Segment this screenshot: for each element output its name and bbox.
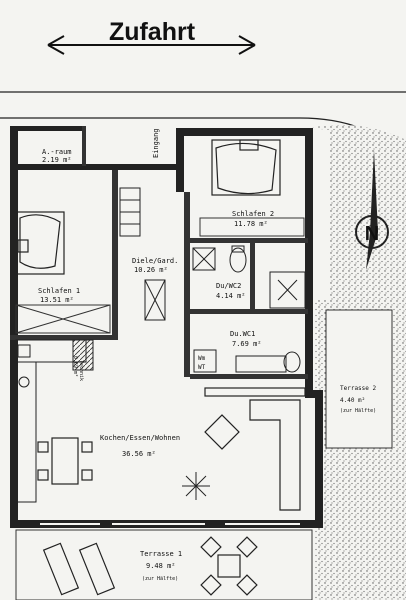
svg-text:13.51 m²: 13.51 m² <box>40 296 74 304</box>
svg-text:(zur Hälfte): (zur Hälfte) <box>340 408 376 414</box>
compass-letter: N <box>365 223 379 245</box>
svg-text:4.14 m²: 4.14 m² <box>216 292 246 300</box>
stair-shaft <box>119 187 166 321</box>
plant-icon <box>182 472 210 500</box>
svg-text:Schlafen 2: Schlafen 2 <box>232 210 274 218</box>
room-label-schlafen-1: Schlafen 1 13.51 m² <box>38 287 80 304</box>
room-label-terrasse-1: Terrasse 1 9.48 m² (zur Hälfte) <box>140 550 182 582</box>
kitchen-counter <box>15 339 87 503</box>
wardrobe-schlafen-2 <box>199 217 305 237</box>
svg-text:Diele/Gard.: Diele/Gard. <box>132 257 178 265</box>
technik-area: 0.69 m² <box>72 356 78 377</box>
room-label-du-wc2: Du/WC2 4.14 m² <box>216 282 246 300</box>
entrance-label: Eingang <box>152 128 160 158</box>
svg-text:(zur Hälfte): (zur Hälfte) <box>142 576 178 582</box>
svg-text:10.26 m²: 10.26 m² <box>134 266 168 274</box>
terrasse-1-area <box>15 529 313 600</box>
compass-icon <box>355 150 389 270</box>
svg-text:A.-raum: A.-raum <box>42 148 72 156</box>
interior-walls <box>10 126 308 379</box>
access-arrow <box>47 35 256 55</box>
svg-text:Kochen/Essen/Wohnen: Kochen/Essen/Wohnen <box>100 434 180 442</box>
room-label-kochen: Kochen/Essen/Wohnen 36.56 m² <box>100 434 180 458</box>
svg-text:Du/WC2: Du/WC2 <box>216 282 241 290</box>
dining-table <box>37 437 93 485</box>
wardrobe-schlafen-1 <box>15 304 111 334</box>
room-label-schlafen-2: Schlafen 2 11.78 m² <box>232 210 274 228</box>
svg-text:11.78 m²: 11.78 m² <box>234 220 268 228</box>
bed-schlafen-2 <box>211 139 281 196</box>
outer-walls <box>10 126 323 528</box>
room-label-a-raum: A.-raum 2.19 m² <box>42 148 72 164</box>
svg-text:Terrasse 2: Terrasse 2 <box>340 385 377 392</box>
technik-label: Technik <box>78 360 84 381</box>
bed-schlafen-1 <box>13 211 65 275</box>
svg-text:Terrasse 1: Terrasse 1 <box>140 550 182 558</box>
sun-loungers <box>42 542 116 596</box>
bath-fixtures <box>192 245 306 373</box>
washing-label-1: Wm <box>198 355 206 362</box>
patio-table <box>200 536 258 596</box>
svg-text:Schlafen 1: Schlafen 1 <box>38 287 80 295</box>
svg-text:4.40 m²: 4.40 m² <box>340 397 365 404</box>
svg-text:9.48 m²: 9.48 m² <box>146 562 176 570</box>
room-label-terrasse-2: Terrasse 2 4.40 m² (zur Hälfte) <box>340 385 377 414</box>
svg-text:36.56 m²: 36.56 m² <box>122 450 156 458</box>
access-title: Zufahrt <box>109 18 196 46</box>
washing-label-2: WT <box>198 364 206 371</box>
room-label-diele: Diele/Gard. 10.26 m² <box>132 257 178 274</box>
svg-text:7.69 m²: 7.69 m² <box>232 340 262 348</box>
svg-text:2.19 m²: 2.19 m² <box>42 156 72 164</box>
sofa <box>204 387 306 511</box>
terrasse-2-area <box>325 309 393 449</box>
room-label-du-wc1: Du.WC1 7.69 m² <box>230 330 262 348</box>
svg-text:Du.WC1: Du.WC1 <box>230 330 255 338</box>
